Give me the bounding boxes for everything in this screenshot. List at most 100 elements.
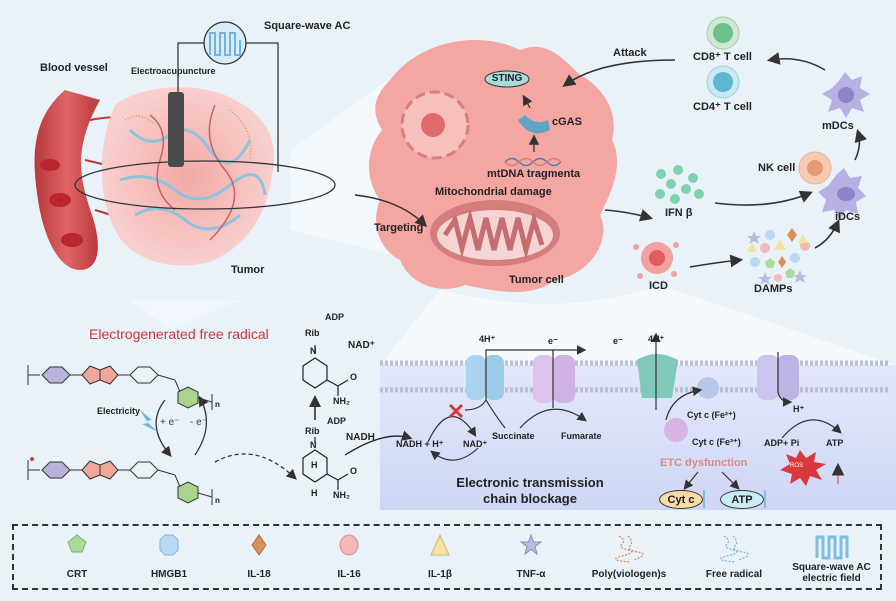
cd8-t-cell-icon — [706, 16, 740, 50]
etc-blockage-line1: Electronic transmission — [456, 475, 604, 490]
mito-to-ifn-arrow — [604, 209, 654, 222]
octagon-icon — [159, 534, 179, 556]
legend-item-square-wave: Square-wave AC electric field — [784, 526, 879, 588]
nadh-h-plus-label: NADH + H⁺ — [396, 439, 444, 449]
four-h-plus-right-label: 4H⁺ — [648, 334, 665, 344]
polymer-chain-icon — [615, 535, 644, 563]
cyt-c-fe2-label: Cyt c (Fe²⁺) — [687, 410, 736, 420]
triangle-icon — [430, 534, 450, 556]
four-h-plus-left-label: 4H⁺ — [479, 334, 496, 344]
pentagon-icon — [67, 534, 87, 553]
nadh-entry-arrow — [344, 430, 413, 456]
idc-cell-icon — [818, 168, 866, 220]
radical-to-nadh-arrow — [214, 453, 297, 480]
diamond-icon — [251, 534, 267, 556]
damps-label: DAMPs — [754, 283, 793, 295]
blocked-x-icon — [448, 403, 464, 419]
complex-ii-icon — [533, 355, 575, 403]
complex-i-icon — [466, 355, 504, 400]
adp-pi-label: ADP+ Pi — [764, 438, 800, 448]
succinate-line — [485, 399, 506, 429]
cyt-c-fe3-label: Cyt c (Fe³⁺) — [692, 437, 741, 447]
mdcs-to-tcell-arrow — [766, 52, 826, 71]
electroacupuncture-label: Electroacupuncture — [131, 66, 216, 76]
legend-label-il16: IL-16 — [337, 569, 361, 580]
h-plus-label: H⁺ — [793, 404, 805, 414]
n-bottom-label: N — [310, 440, 317, 450]
beam-bottom — [130, 300, 240, 330]
etc-to-atp-arrow — [721, 471, 740, 490]
electroacupuncture-circuit — [74, 42, 336, 210]
square-wave-generator-icon — [203, 21, 247, 65]
electron-right-label: e⁻ — [613, 336, 623, 346]
succinate-label: Succinate — [492, 431, 535, 441]
membrane-zone — [380, 365, 896, 510]
cyt-c-oxidized-icon — [664, 418, 688, 442]
blood-vessel-label: Blood vessel — [40, 62, 108, 74]
complex-iii-icon — [637, 354, 678, 398]
icd-cell-icon — [633, 242, 679, 279]
cyt-c-decrease-pill: Cyt c — [659, 490, 703, 509]
viologen-polymer-reduced — [27, 460, 213, 505]
adp-to-atp-arrow — [781, 419, 842, 439]
polymer-n-bottom: n — [215, 496, 220, 505]
reduction-arrow — [155, 399, 172, 457]
targeting-arrow — [354, 194, 428, 228]
cd4-t-cell-icon — [706, 65, 740, 99]
nad-plus-etc-label: NAD⁺ — [463, 439, 488, 449]
lightning-icon — [140, 410, 158, 432]
square-wave-ac-label: Square-wave AC — [264, 20, 351, 32]
succinate-to-fumarate-arrow — [519, 408, 587, 429]
mdc-cell-icon — [822, 72, 870, 118]
damps-cluster-icon — [747, 228, 810, 285]
electricity-label: Electricity — [97, 406, 141, 416]
cd8-t-cell-label: CD8⁺ T cell — [693, 51, 752, 63]
ifn-beta-label: IFN β — [665, 207, 693, 219]
electrogenerated-free-radical-title: Electrogenerated free radical — [89, 326, 269, 342]
legend-label-hmgb1: HMGB1 — [150, 569, 188, 580]
legend-label-square-wave: Square-wave AC electric field — [792, 562, 871, 584]
legend: CRT HMGB1 IL-18 IL-16 IL-1β TNF-α Poly(v… — [12, 524, 882, 590]
mitochondrial-damage-label: Mitochondrial damage — [435, 186, 552, 198]
idcs-label: iDCs — [835, 211, 861, 223]
nadh-structure — [302, 437, 349, 490]
legend-label-polyviologen: Poly(viologen)s — [591, 569, 667, 580]
legend-label-tnfa: TNF-α — [516, 569, 546, 580]
circle-icon — [339, 534, 359, 556]
legend-item-hmgb1: HMGB1 — [124, 526, 214, 588]
legend-item-il18: IL-18 — [214, 526, 304, 588]
radical-dot-icon — [30, 457, 34, 461]
star-icon — [520, 534, 542, 556]
fumarate-label: Fumarate — [561, 431, 602, 441]
nk-cell-label: NK cell — [758, 162, 796, 174]
cyt-c-arrow — [665, 386, 703, 421]
plus-electron-label: + e⁻ — [160, 417, 180, 428]
legend-item-crt: CRT — [32, 526, 122, 588]
legend-item-polyviologen: Poly(viologen)s — [579, 526, 679, 588]
tumor-mass — [101, 87, 275, 266]
legend-item-tnfa: TNF-α — [486, 526, 576, 588]
o-top-label: O — [350, 372, 358, 382]
nk-cell-icon — [798, 151, 832, 185]
n-top-label: N — [310, 346, 317, 356]
cd4-t-cell-label: CD4⁺ T cell — [693, 101, 752, 113]
nh2-top-label: NH₂ — [333, 396, 350, 406]
electron-left-label: e⁻ — [548, 336, 558, 346]
o-bottom-label: O — [350, 466, 358, 476]
idcs-to-mdcs-arrow — [854, 128, 867, 161]
nadh-label: NADH — [346, 432, 375, 443]
minus-electron-label: - e⁻ — [190, 417, 207, 428]
nh2-bottom-label: NH₂ — [333, 490, 350, 500]
atp-label: ATP — [826, 438, 844, 448]
nad-plus-label: NAD⁺ — [348, 340, 375, 351]
nucleus — [400, 90, 470, 160]
mitochondrion-icon — [430, 200, 560, 266]
complex-i-feed-line — [464, 399, 487, 411]
viologen-polymer-oxidized — [27, 365, 213, 410]
icd-label: ICD — [649, 280, 668, 292]
legend-item-il1b: IL-1β — [395, 526, 485, 588]
legend-item-free-radical: Free radical — [684, 526, 784, 588]
attack-arrow — [562, 59, 676, 87]
sting-label: STING — [491, 73, 523, 84]
